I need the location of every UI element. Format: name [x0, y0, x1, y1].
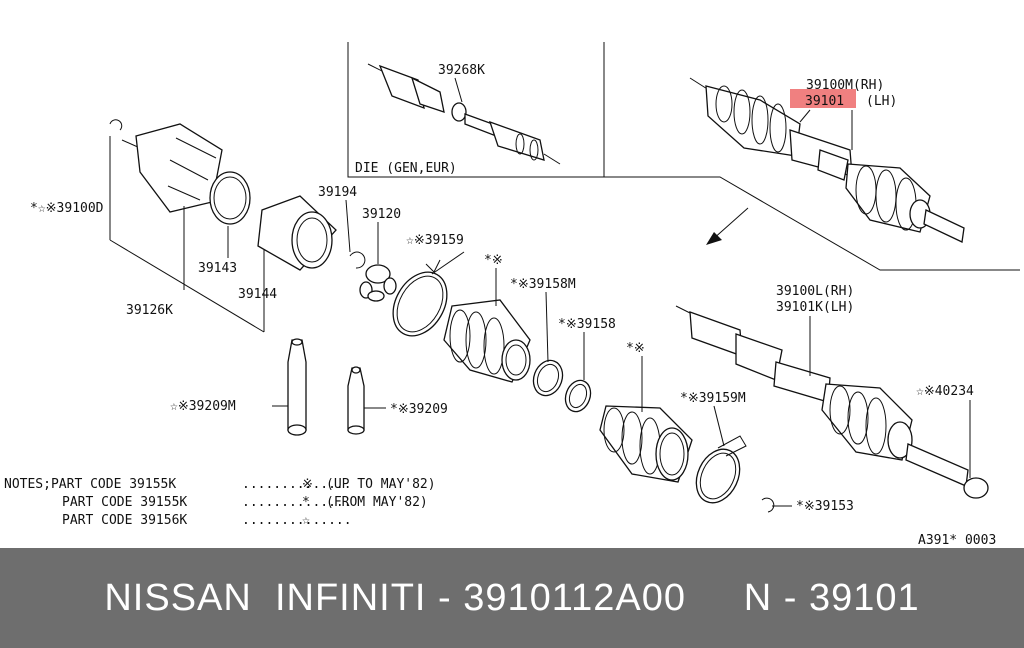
banner-text: NISSAN INFINITI - 3910112A00 N - 39101	[104, 576, 920, 619]
note-row2-symbol: *	[302, 495, 310, 510]
note-row2-text: (FROM MAY'82)	[326, 495, 428, 510]
grease-tube-39209	[347, 366, 365, 435]
circlip-39194	[349, 251, 366, 269]
lower-shaft-assembly	[675, 305, 989, 499]
note-row1-symbol: ※	[302, 477, 313, 492]
leader-39159	[431, 251, 465, 275]
note-head: NOTES;PART CODE 39155K	[4, 477, 176, 492]
band-39159	[392, 259, 448, 337]
note-row3-symbol: ☆	[302, 513, 310, 528]
exploded-parts-diagram: 39268K DIE (GEN,EUR) 39100M(RH) 39101 (L…	[4, 42, 1020, 548]
band-39158m	[532, 359, 564, 397]
leader-39159m	[713, 405, 725, 447]
note-row3-code: PART CODE 39156K	[62, 513, 187, 528]
label-39100d: *☆※39100D	[30, 201, 104, 216]
label-39101k: 39101K(LH)	[776, 300, 854, 315]
inner-boot	[443, 299, 531, 383]
note-row3-dots: ..............	[242, 513, 352, 528]
label-39209: *※39209	[390, 402, 448, 417]
label-39101-lh: (LH)	[866, 94, 897, 109]
circlip-39153	[761, 497, 775, 513]
highlight-39101	[790, 89, 856, 108]
leader-39268k	[454, 77, 463, 103]
label-39120: 39120	[362, 207, 401, 222]
label-39158m: *※39158M	[510, 277, 576, 292]
part-number-banner: NISSAN INFINITI - 3910112A00 N - 39101	[0, 548, 1024, 648]
note-row2-code: PART CODE 39155K	[62, 495, 187, 510]
joint-housing-39144	[257, 195, 337, 271]
leader-39158m	[545, 291, 549, 363]
label-39209m: ☆※39209M	[170, 399, 236, 414]
band-39159m	[695, 435, 747, 504]
label-39144: 39144	[238, 287, 277, 302]
leader-39194	[345, 199, 351, 253]
leader-39100m	[799, 109, 811, 123]
label-39268k: 39268K	[438, 63, 485, 78]
direction-arrow	[706, 207, 749, 245]
label-39143: 39143	[198, 261, 237, 276]
leader-bracket	[109, 239, 265, 333]
label-39153: *※39153	[796, 499, 854, 514]
label-39159: ☆※39159	[406, 233, 464, 248]
upper-shaft-assembly	[689, 77, 965, 243]
note-row1-dots: ..............	[242, 477, 352, 492]
label-40234: ☆※40234	[916, 384, 974, 399]
notes-block: NOTES;PART CODE 39155K .............. ※ …	[4, 477, 436, 528]
note-row2-dots: ..............	[242, 495, 352, 510]
inset-frame	[347, 42, 1020, 271]
inset-shaft-drawing	[367, 63, 561, 165]
spider-39120	[359, 264, 397, 302]
note-row1-text: (UP TO MAY'82)	[326, 477, 436, 492]
label-39194: 39194	[318, 185, 357, 200]
inset-caption: DIE (GEN,EUR)	[355, 161, 457, 176]
label-star-mark: *※	[484, 253, 503, 268]
label-39101-highlighted: 39101	[805, 94, 844, 109]
outer-joint-housing	[109, 119, 251, 225]
label-39158: *※39158	[558, 317, 616, 332]
label-39100m: 39100M(RH)	[806, 78, 884, 93]
band-39158	[564, 379, 592, 413]
label-39159m: *※39159M	[680, 391, 746, 406]
label-39100l: 39100L(RH)	[776, 284, 854, 299]
label-star-mark-2: *※	[626, 341, 645, 356]
outer-boot	[599, 405, 693, 483]
grease-tube-39209m	[287, 338, 307, 436]
label-39126k: 39126K	[126, 303, 173, 318]
figure-code: A391* 0003	[918, 533, 996, 548]
